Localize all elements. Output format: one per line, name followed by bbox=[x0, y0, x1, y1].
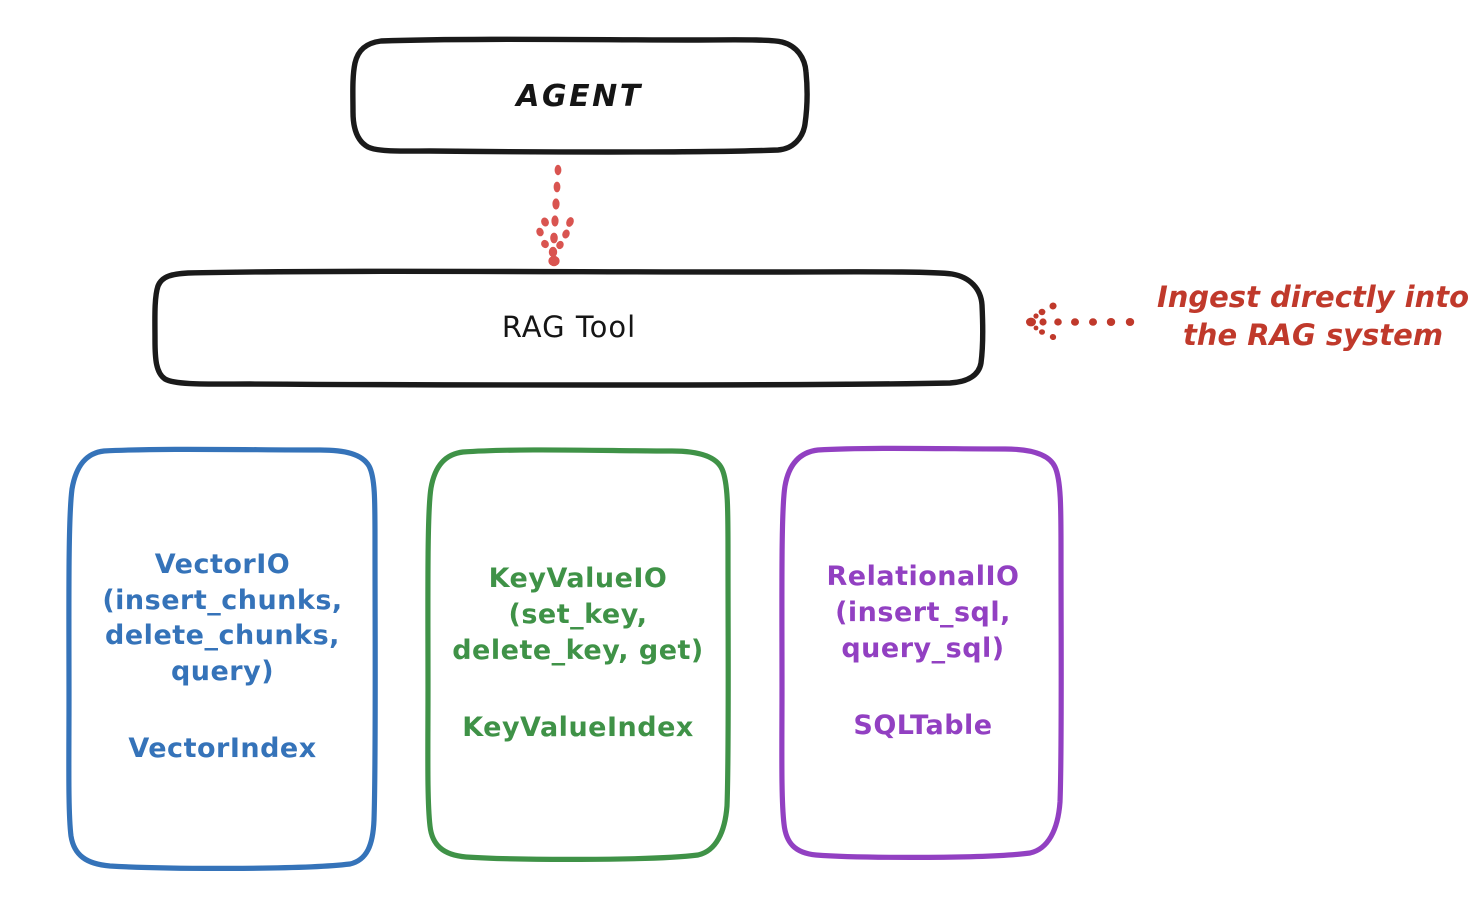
vector-store-node-label: VectorIO (insert_chunks, delete_chunks, … bbox=[70, 448, 375, 866]
relational-store-node-label: RelationalIO (insert_sql, query_sql) SQL… bbox=[786, 448, 1060, 855]
keyvalue-store-api-text: KeyValueIO (set_key, delete_key, get) bbox=[452, 563, 704, 666]
vector-store-api-text: VectorIO (insert_chunks, delete_chunks, … bbox=[102, 548, 343, 687]
ingest-annotation-arrow bbox=[1026, 302, 1135, 341]
agent-to-rag-tool-arrow bbox=[536, 164, 574, 267]
keyvalue-store-node-label: KeyValueIO (set_key, delete_key, get) Ke… bbox=[428, 450, 728, 857]
rag-tool-node-label: RAG Tool bbox=[501, 310, 637, 344]
relational-store-index-text: SQLTable bbox=[853, 710, 993, 742]
vector-store-index-text: VectorIndex bbox=[128, 733, 317, 765]
ingest-annotation-text: Ingest directly into the RAG system bbox=[1156, 280, 1470, 353]
relational-store-api-text: RelationalIO (insert_sql, query_sql) bbox=[826, 561, 1020, 664]
agent-node-label: AGENT bbox=[516, 78, 643, 114]
keyvalue-store-index-text: KeyValueIndex bbox=[462, 712, 694, 744]
